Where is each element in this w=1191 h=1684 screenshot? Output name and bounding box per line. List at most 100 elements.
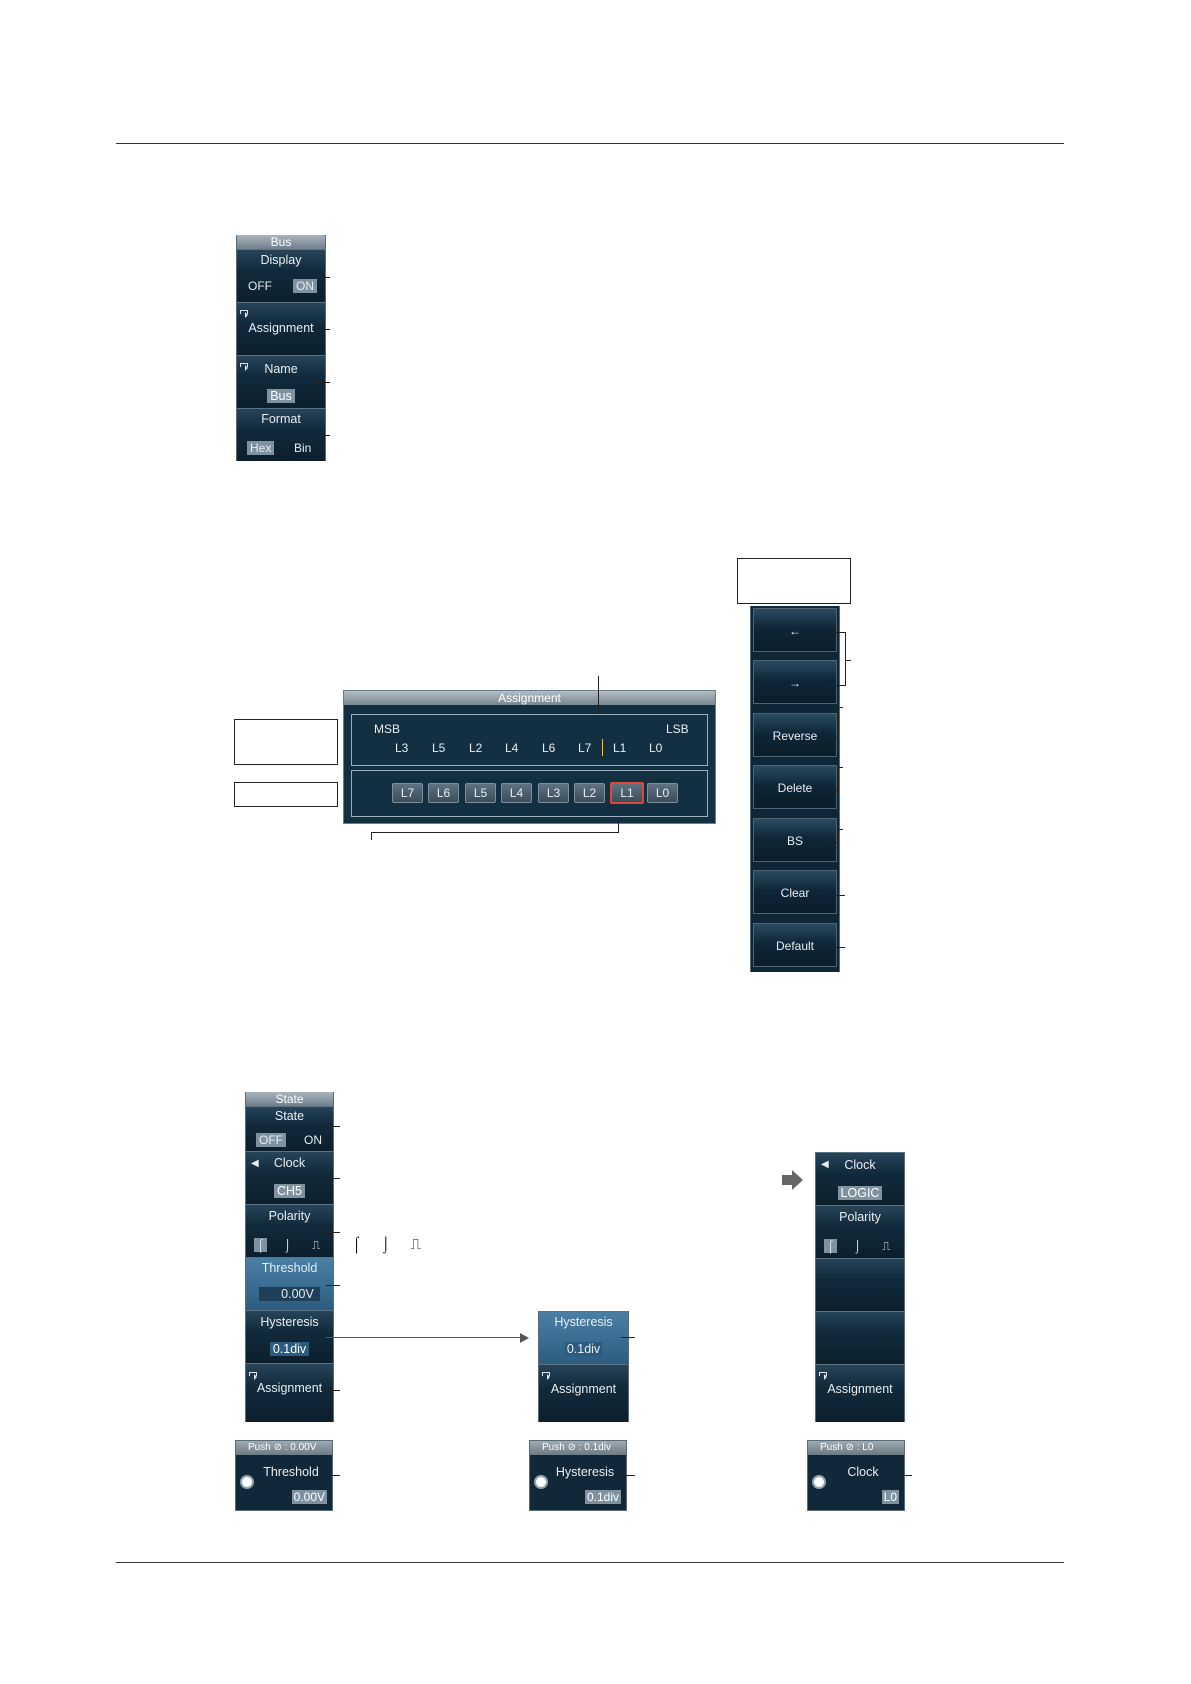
leader-line: [371, 832, 372, 840]
hysteresis-key[interactable]: Hysteresis 0.1div: [539, 1311, 628, 1364]
bus-name-key[interactable]: Name Bus: [237, 355, 325, 408]
state-key[interactable]: State OFF ON: [246, 1106, 333, 1151]
bit-order-frame: MSB LSB L3 L5 L2 L4 L6 L7 L1 L0: [351, 714, 708, 766]
back-arrow-icon: ◀: [821, 1159, 829, 1170]
bit-chip[interactable]: L0: [647, 783, 678, 803]
bus-assignment-key[interactable]: Assignment: [237, 302, 325, 355]
threshold-value: 0.00V: [259, 1287, 320, 1301]
assignment-window: Assignment MSB LSB L3 L5 L2 L4 L6 L7 L1 …: [343, 690, 716, 824]
right-arrow-button[interactable]: →: [753, 660, 837, 704]
threshold-key[interactable]: Threshold 0.00V: [246, 1257, 333, 1310]
leader-line: [316, 382, 330, 383]
leader-line: [838, 829, 839, 843]
leader-line: [326, 1126, 340, 1127]
bus-format-label: Format: [261, 412, 301, 426]
logic-polarity-key[interactable]: Polarity ⌠ ⌡ ⎍: [816, 1205, 904, 1258]
both-edges-icon: ⎍: [882, 1239, 891, 1253]
leader-line: [845, 660, 851, 661]
bit-chip[interactable]: L4: [501, 783, 532, 803]
leader-line: [618, 818, 619, 832]
hysteresis-menu: Hysteresis 0.1div Assignment: [538, 1311, 629, 1422]
order-item: L4: [505, 741, 519, 755]
arrow-line: [326, 1337, 522, 1338]
leader-line: [326, 1285, 340, 1286]
bit-chip[interactable]: L6: [428, 783, 459, 803]
order-item: L2: [469, 741, 483, 755]
leader-line: [598, 676, 599, 714]
logic-assignment-key[interactable]: Assignment: [816, 1364, 904, 1422]
assignment-title: Assignment: [344, 691, 715, 705]
bs-button[interactable]: BS: [753, 818, 837, 862]
bit-chip[interactable]: L2: [574, 783, 605, 803]
submenu-icon: [240, 310, 248, 318]
hysteresis-key[interactable]: Hysteresis 0.1div: [246, 1310, 333, 1363]
leader-line: [326, 1475, 340, 1476]
jog-knob-icon: [240, 1475, 254, 1489]
left-arrow-button[interactable]: ←: [753, 608, 837, 652]
polarity-key[interactable]: Polarity ⌠ ⌡ ⎍: [246, 1204, 333, 1257]
leader-line: [326, 1178, 340, 1179]
leader-line: [838, 707, 843, 708]
leader-line: [621, 1475, 635, 1476]
hysteresis-value: 0.1div: [269, 1342, 310, 1356]
falling-edge-icon: ⌡: [381, 1236, 391, 1253]
bit-chip[interactable]: L7: [392, 783, 423, 803]
state-label: State: [274, 1109, 305, 1123]
leader-line: [845, 632, 846, 686]
leader-line: [898, 1475, 912, 1476]
leader-line: [830, 842, 838, 843]
leader-line: [316, 277, 330, 278]
hysteresis-assignment-key[interactable]: Assignment: [539, 1364, 628, 1422]
lsb-label: LSB: [666, 722, 689, 736]
jog-hysteresis-value[interactable]: 0.1div: [584, 1490, 621, 1504]
order-item: L7: [578, 741, 592, 755]
state-menu-header: State: [246, 1092, 333, 1106]
leader-line: [830, 737, 838, 738]
clock-value: CH5: [273, 1184, 305, 1198]
leader-line: [830, 947, 845, 948]
bottom-rule: [116, 1562, 1064, 1563]
clock-key[interactable]: ◀ Clock CH5: [246, 1151, 333, 1204]
edit-keys-menu: ← → Reverse Delete BS Clear Default: [750, 606, 840, 972]
hysteresis-assignment-label: Assignment: [550, 1382, 617, 1396]
logic-clock-value: LOGIC: [837, 1186, 883, 1200]
bit-chip-selected[interactable]: L1: [610, 782, 644, 804]
reverse-button[interactable]: Reverse: [753, 713, 837, 757]
bus-menu: Bus Display OFF ON Assignment Name Bus F…: [236, 235, 326, 461]
leader-line: [316, 329, 330, 330]
leader-line: [316, 435, 330, 436]
state-assignment-key[interactable]: Assignment: [246, 1363, 333, 1422]
jog-clock-value[interactable]: L0: [881, 1490, 899, 1504]
submenu-icon: [249, 1372, 257, 1380]
logic-assignment-label: Assignment: [827, 1382, 893, 1396]
callout-box: [234, 719, 338, 765]
order-item: L3: [395, 741, 409, 755]
top-rule: [116, 143, 1064, 144]
bus-format-hex: Hex: [247, 441, 275, 455]
clear-button[interactable]: Clear: [753, 870, 837, 914]
hysteresis-label: Hysteresis: [260, 1315, 319, 1329]
bus-format-key[interactable]: Format Hex Bin: [237, 408, 325, 461]
jog-knob-icon: [812, 1475, 826, 1489]
empty-key: [816, 1258, 904, 1311]
leader-line: [830, 790, 838, 791]
falling-edge-icon: ⌡: [854, 1239, 862, 1253]
logic-clock-menu: ◀ Clock LOGIC Polarity ⌠ ⌡ ⎍ Assignment: [815, 1152, 905, 1422]
default-button[interactable]: Default: [753, 923, 837, 967]
state-menu: State State OFF ON ◀ Clock CH5 Polarity …: [245, 1092, 334, 1422]
both-edges-icon: ⎍: [410, 1236, 421, 1253]
leader-line: [326, 1232, 340, 1233]
bit-chip[interactable]: L3: [538, 783, 569, 803]
leader-line: [830, 685, 845, 686]
polarity-legend: ⌠ ⌡ ⎍: [352, 1236, 421, 1253]
jog-clock-dialog: Push ⊘ : L0 Clock L0: [807, 1440, 905, 1511]
delete-button[interactable]: Delete: [753, 765, 837, 809]
rising-edge-icon: ⌠: [352, 1236, 362, 1253]
polarity-label: Polarity: [268, 1209, 311, 1223]
leader-line: [830, 895, 845, 896]
logic-clock-key[interactable]: ◀ Clock LOGIC: [816, 1152, 904, 1205]
bit-chip[interactable]: L5: [465, 783, 496, 803]
leader-line: [838, 829, 843, 830]
jog-threshold-value[interactable]: 0.00V: [291, 1490, 327, 1504]
bus-display-key[interactable]: Display OFF ON: [237, 249, 325, 302]
